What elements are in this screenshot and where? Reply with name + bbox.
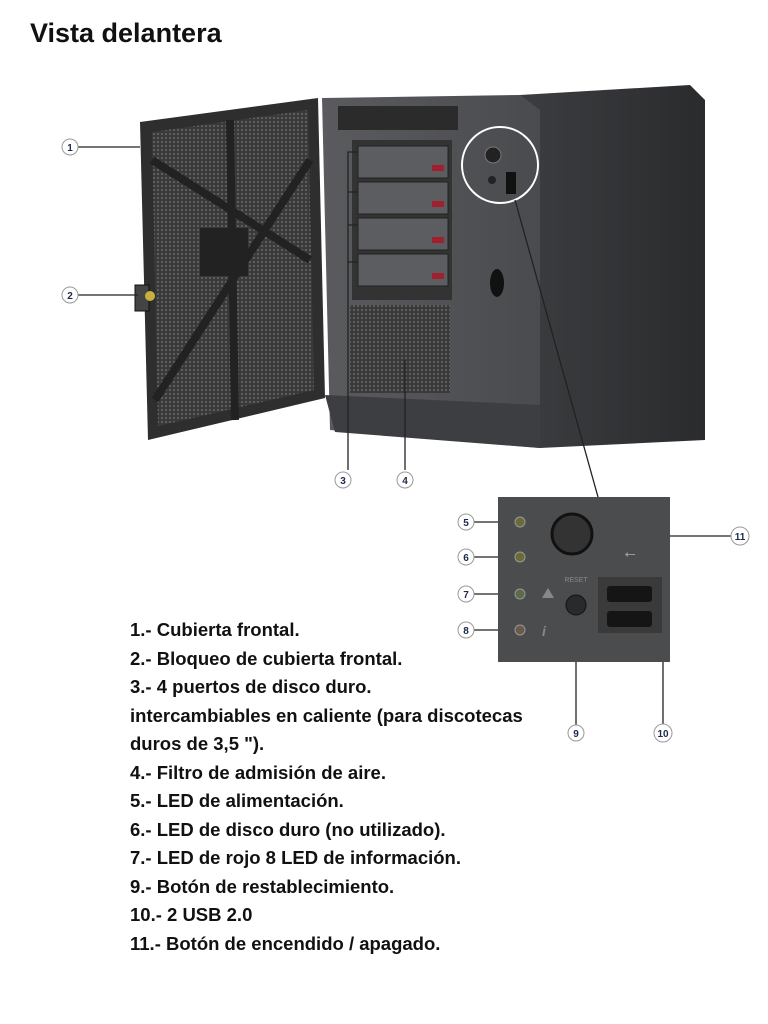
legend-item: 4.- Filtro de admisión de aire. (130, 761, 386, 783)
power-led (514, 516, 526, 528)
server-chassis (322, 85, 705, 448)
legend-item: 2.- Bloqueo de cubierta frontal. (130, 647, 403, 669)
svg-text:7: 7 (463, 590, 469, 601)
svg-text:8: 8 (463, 626, 469, 637)
hdd-led (514, 551, 526, 563)
usb-icon: ⭠ (624, 545, 635, 561)
front-cover-door (134, 98, 325, 440)
callout-8: 8 (457, 621, 475, 639)
legend-item: 11.- Botón de encendido / apagado. (130, 932, 441, 954)
svg-text:4: 4 (402, 476, 408, 487)
svg-text:9: 9 (573, 729, 579, 740)
legend-item: duros de 3,5 "). (130, 733, 265, 754)
legend-item: 6.- LED de disco duro (no utilizado). (130, 818, 446, 840)
power-button[interactable] (550, 512, 594, 556)
info-icon: i (542, 623, 547, 639)
callout-5: 5 (457, 513, 475, 531)
callout-4: 4 (396, 471, 414, 489)
legend-item: 10.- 2 USB 2.0 (130, 904, 253, 925)
callout-9: 9 (567, 724, 585, 742)
reset-label: RESET (564, 577, 588, 584)
callout-2: 2 (61, 286, 79, 304)
legend-item: intercambiables en caliente (para discot… (130, 704, 523, 726)
svg-text:5: 5 (463, 518, 469, 529)
legend-item: 1.- Cubierta frontal. (130, 619, 300, 640)
legend-item: 7.- LED de rojo 8 LED de información. (130, 847, 461, 868)
page-title: Vista delantera (30, 18, 222, 48)
usb-port[interactable] (607, 586, 652, 602)
svg-text:3: 3 (340, 476, 346, 487)
callout-6: 6 (457, 548, 475, 566)
legend-item: 3.- 4 puertos de disco duro. (130, 676, 372, 697)
svg-text:11: 11 (735, 532, 746, 543)
callout-3: 3 (334, 471, 352, 489)
air-intake-filter (350, 305, 450, 393)
drive-bays (352, 140, 452, 300)
callout-7: 7 (457, 585, 475, 603)
legend-item: 9.- Botón de restablecimiento. (130, 875, 395, 897)
callout-1: 1 (61, 138, 79, 156)
front-io-panel: i RESET ⭠ (498, 497, 670, 662)
svg-text:6: 6 (463, 553, 469, 564)
reset-button[interactable] (565, 594, 587, 616)
warning-icon (542, 588, 554, 598)
callout-10: 10 (653, 723, 673, 743)
svg-text:10: 10 (657, 729, 669, 740)
callout-11: 11 (730, 526, 750, 546)
info-led-2 (514, 624, 526, 636)
svg-text:2: 2 (67, 291, 73, 302)
legend-item: 5.- LED de alimentación. (130, 790, 344, 811)
lock-icon (145, 291, 155, 301)
usb-port[interactable] (607, 611, 652, 627)
component-legend: 1.- Cubierta frontal. 2.- Bloqueo de cub… (130, 616, 523, 958)
svg-text:1: 1 (67, 143, 73, 154)
info-led (514, 588, 526, 600)
